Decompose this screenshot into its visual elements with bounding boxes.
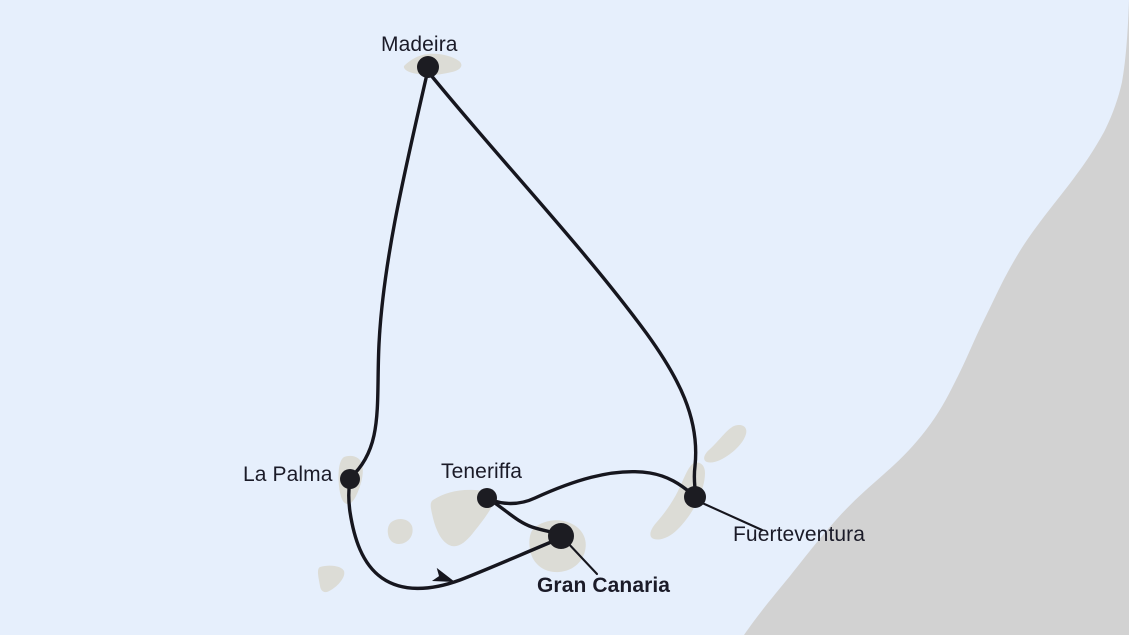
lanzarote-island — [704, 424, 747, 463]
fuerteventura-leader-line — [698, 500, 764, 532]
port-label-fuerteventura: Fuerteventura — [733, 523, 866, 546]
port-label-madeira: Madeira — [381, 33, 458, 56]
leg-fuerteventura-teneriffa — [489, 469, 694, 506]
port-marker-teneriffa[interactable] — [477, 488, 497, 508]
leg-madeira-la-palma — [348, 72, 429, 480]
el-hierro-island — [317, 565, 345, 593]
port-label-teneriffa: Teneriffa — [441, 460, 523, 483]
port-label-la-palma: La Palma — [243, 463, 333, 486]
port-marker-fuerteventura[interactable] — [684, 486, 706, 508]
port-label-gran-canaria: Gran Canaria — [537, 574, 671, 597]
fuerteventura-island — [650, 462, 705, 540]
gran-canaria-leader-line — [564, 539, 599, 576]
leg-gran-canaria-onward — [347, 478, 558, 591]
africa-mainland — [744, 0, 1129, 635]
route-arrow — [431, 567, 455, 582]
port-marker-madeira[interactable] — [417, 56, 439, 78]
teneriffa-island — [430, 489, 495, 547]
leg-madeira-fuerteventura — [428, 72, 698, 497]
port-marker-gran-canaria[interactable] — [548, 523, 574, 549]
port-marker-la-palma[interactable] — [340, 469, 360, 489]
la-gomera-island — [387, 518, 413, 544]
